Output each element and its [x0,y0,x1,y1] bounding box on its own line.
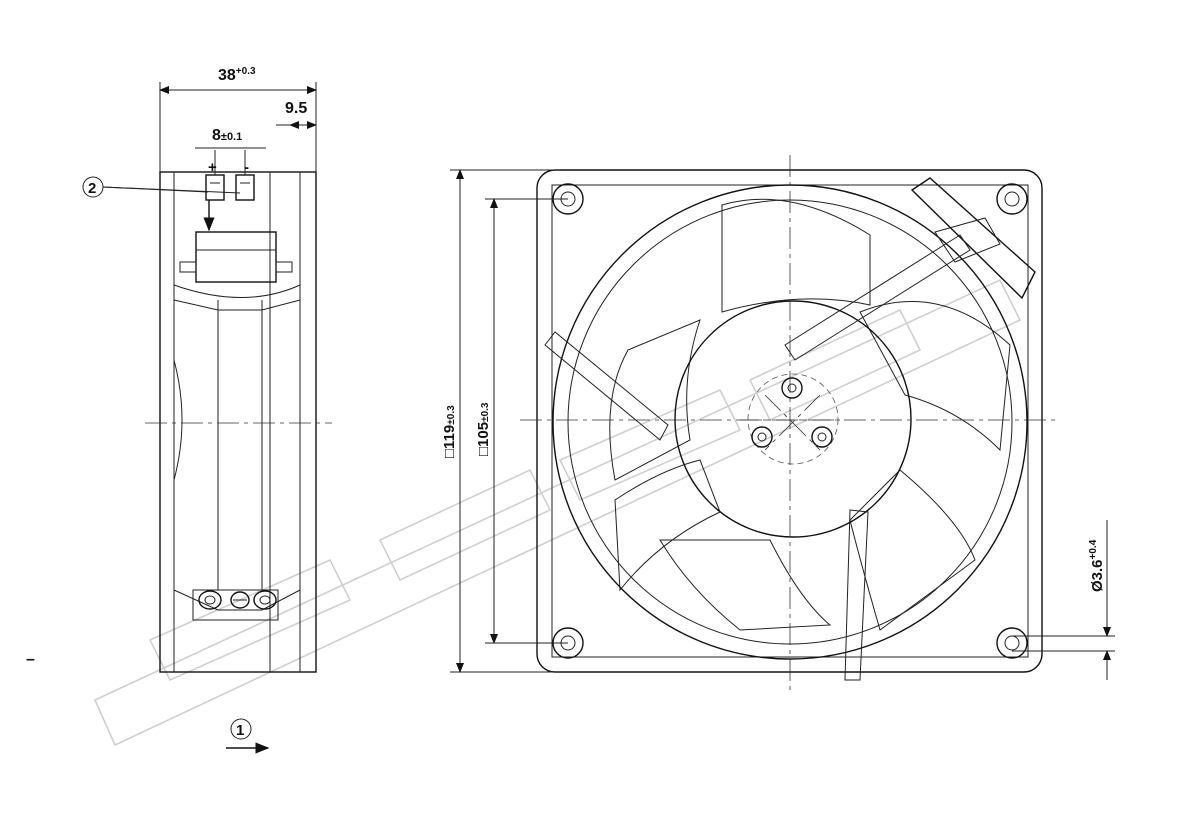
depth-value: 38 [218,67,236,84]
hole-pitch-prefix: □ [475,447,492,456]
connector-housing [195,231,277,283]
dimension-pin-pitch: 8±0.1 + - [195,127,266,176]
callout-terminals: 2 [82,176,241,198]
outer-square-tolerance: ±0.3 [446,405,457,425]
cable-exit [910,177,1036,300]
svg-text:Ø3.6+0.4: Ø3.6+0.4 [1088,539,1106,592]
hole-pitch-value: 105 [475,422,492,447]
front-view-frame [536,169,1043,673]
hub-screws [751,377,833,448]
dimension-hole-diameter: Ø3.6+0.4 [1012,520,1115,680]
terminal-minus [235,174,255,201]
edge-offset-value: 9.5 [285,100,307,117]
bottom-screws [192,589,279,621]
outer-square-value: 119 [441,425,458,449]
hub [674,300,912,538]
watermark [93,278,1022,747]
mounting-hole-bottom-right [996,627,1028,659]
dimension-hole-pitch: □105±0.3 [475,198,568,644]
dimension-depth: 38+0.3 [159,66,317,172]
dimension-outer-square: □119±0.3 [441,169,560,673]
svg-text:8±0.1: 8±0.1 [212,127,242,144]
svg-text:□119±0.3: □119±0.3 [441,405,458,458]
pin-pitch-tolerance: ±0.1 [221,131,242,143]
svg-text:□105±0.3: □105±0.3 [475,402,492,456]
side-view [145,171,332,673]
terminal-plus [205,174,225,201]
callout-terminals-label: 2 [88,180,96,197]
hole-diameter-value: 3.6 [1089,559,1106,580]
mounting-hole-top-right [996,183,1028,215]
depth-tolerance: +0.3 [236,66,256,77]
side-view-frame [159,171,317,673]
svg-text:38+0.3: 38+0.3 [218,66,256,84]
terminal-minus-label: - [244,159,249,176]
pin-pitch-value: 8 [212,127,221,144]
hole-diameter-tolerance: +0.4 [1088,539,1099,559]
hole-diameter-prefix: Ø [1089,580,1106,592]
terminal-plus-label: + [208,159,217,176]
front-view [520,155,1060,690]
spokes [544,234,971,681]
callout-airflow: 1 [226,718,270,754]
outer-square-prefix: □ [441,449,458,458]
impeller-blades [609,198,1011,631]
hole-pitch-tolerance: ±0.3 [480,402,491,422]
dimension-edge-offset: 9.5 [276,100,317,129]
callout-airflow-label: 1 [236,722,244,739]
stray-mark: – [26,651,35,668]
